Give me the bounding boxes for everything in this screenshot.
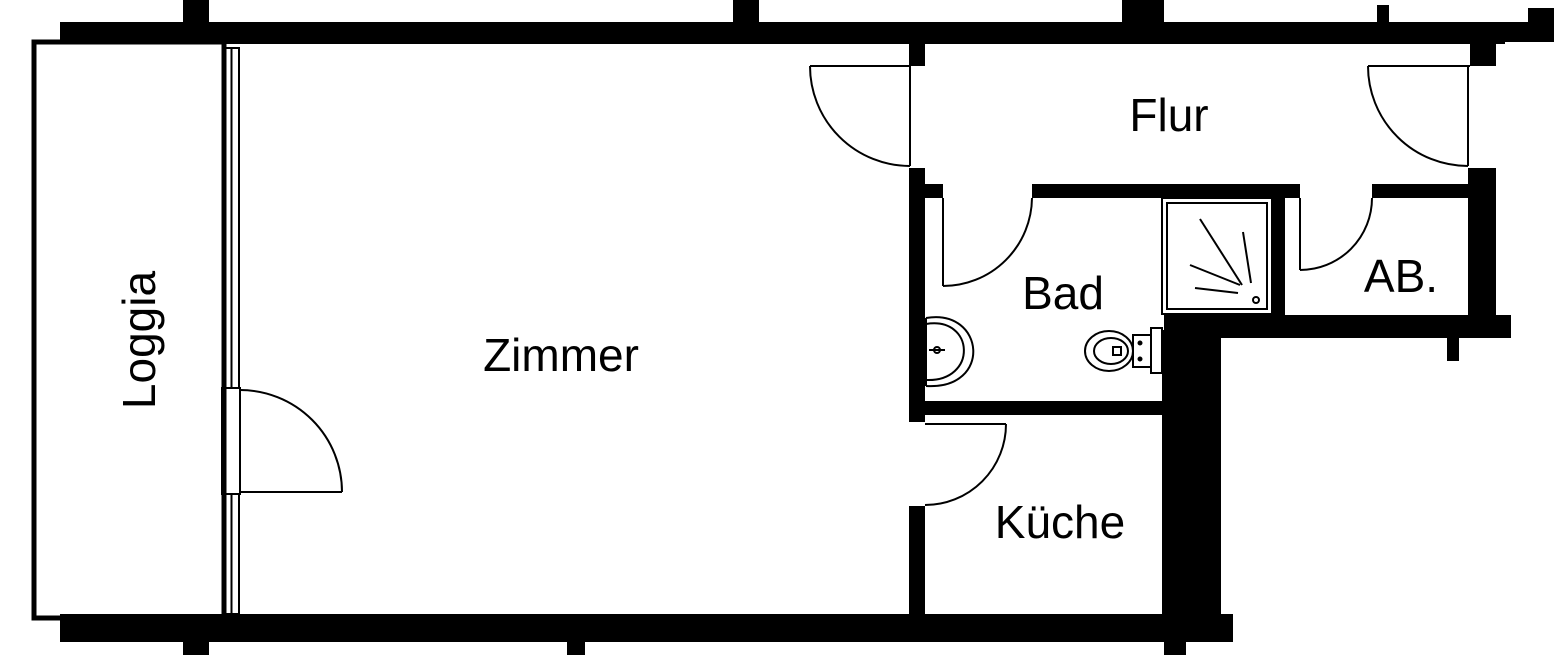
- door-loggia: [239, 389, 343, 493]
- wall-stub: [733, 0, 759, 24]
- room-label-bad: Bad: [1022, 267, 1104, 319]
- wall-stub: [1447, 338, 1459, 361]
- wall-stub: [1470, 44, 1496, 66]
- door-kueche: [924, 423, 1007, 506]
- wall-zimmer-right: [909, 168, 925, 422]
- wall-core: [1162, 330, 1221, 616]
- wall-below-ab: [1164, 315, 1511, 338]
- door-ab: [1299, 197, 1373, 271]
- door-bad: [942, 197, 1033, 287]
- room-label-zimmer: Zimmer: [483, 329, 639, 381]
- door-entrance: [1367, 65, 1470, 167]
- wall-top: [60, 22, 1505, 44]
- wall-bad-top: [925, 184, 943, 198]
- wall-bad-bottom: [909, 401, 1164, 415]
- wall-flur-left: [909, 44, 925, 66]
- wall-bottom: [60, 614, 1233, 642]
- wall-stub: [183, 640, 209, 655]
- wall-top-right: [1505, 22, 1554, 42]
- door-zimmer-flur: [809, 65, 911, 167]
- wall-ab-top: [1372, 184, 1472, 198]
- room-label-flur: Flur: [1129, 89, 1208, 141]
- room-label-ab: AB.: [1364, 250, 1438, 302]
- wall-ab-right: [1468, 168, 1496, 338]
- door-frame-loggia: [221, 387, 241, 495]
- room-label-kueche: Küche: [995, 496, 1125, 548]
- loggia: [31, 39, 241, 621]
- wall-stub: [183, 0, 209, 24]
- wall-stub: [1122, 0, 1164, 24]
- wall-stub: [1377, 5, 1389, 24]
- shower-tray: [1161, 197, 1273, 315]
- doors: [239, 65, 1470, 506]
- room-labels: Flur Bad AB. Zimmer Küche Loggia: [113, 89, 1438, 548]
- wall-bad-top: [1032, 184, 1300, 198]
- wall-zimmer-right-lower: [909, 506, 925, 614]
- wall-stub: [1528, 8, 1554, 24]
- fixtures: [925, 197, 1273, 388]
- wall-stub: [567, 640, 585, 655]
- sink: [925, 316, 975, 388]
- room-label-loggia: Loggia: [113, 271, 165, 410]
- wall-stub: [1164, 640, 1186, 655]
- toilet: [1084, 327, 1163, 374]
- wall-shower-ab: [1273, 184, 1285, 315]
- walls: [60, 0, 1554, 655]
